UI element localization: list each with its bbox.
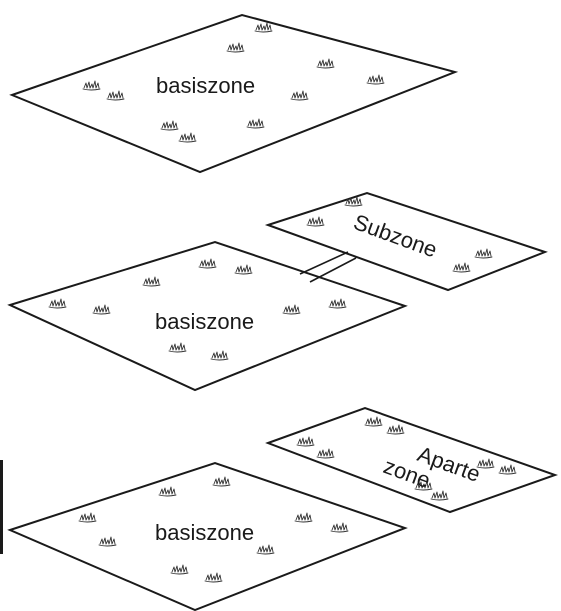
- left-edge-bar: [0, 460, 3, 554]
- basiszone-label: basiszone: [156, 73, 255, 98]
- basiszone-plane: [7, 240, 408, 392]
- panel-basiszone-aparte-zone: Aparte zone basiszone: [0, 406, 559, 611]
- basiszone-plane: [9, 13, 459, 174]
- subzone-connector: [299, 251, 357, 283]
- basiszone-plane: [7, 461, 408, 611]
- basiszone-label: basiszone: [155, 309, 254, 334]
- subzone-plane: [264, 191, 548, 292]
- aparte-zone-plane: [265, 406, 559, 514]
- panel-basiszone-only: basiszone: [9, 13, 459, 174]
- panel-basiszone-subzone: Subzone basiszone: [7, 191, 548, 392]
- basiszone-label: basiszone: [155, 520, 254, 545]
